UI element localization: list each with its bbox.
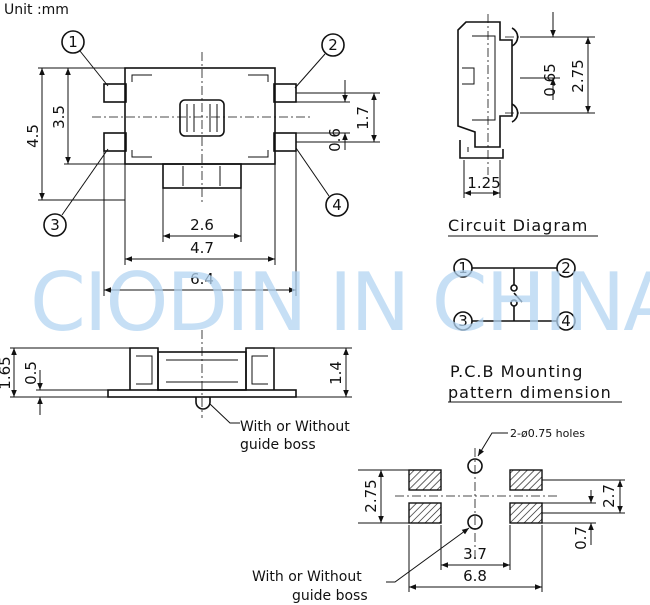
top-view: 4.5 3.5 1.7 0.6 2.6 4.7 6.4 1 2 3 4 [24, 30, 380, 296]
front-view: With or Without guide boss 1.65 0.5 1.4 [0, 330, 352, 453]
circuit-pin-1: 1 [458, 259, 468, 277]
dim-width-overall: 6.4 [190, 270, 214, 288]
top-body [124, 67, 276, 165]
pcb-pad-4 [509, 502, 543, 524]
circuit-diagram: Circuit Diagram 1 2 3 4 [448, 216, 598, 331]
dim-pin-width: 0.6 [326, 128, 344, 152]
pcb-title-1: P.C.B Mounting [450, 362, 583, 381]
dim-front-height-body: 0.5 [22, 361, 40, 385]
dim-pcb-gap: 0.7 [572, 526, 590, 550]
pcb-pad-3 [408, 502, 442, 524]
watermark: CIODIN IN CHINA [30, 256, 650, 349]
top-pin-1 [103, 83, 127, 103]
circuit-title: Circuit Diagram [448, 216, 588, 235]
dim-pin-pitch: 1.7 [354, 106, 372, 130]
top-pin-2 [273, 83, 297, 103]
dim-side-foot-width: 1.25 [467, 174, 500, 192]
dim-pcb-height-left: 2.75 [362, 479, 380, 512]
pcb-guide-boss-note-1: With or Without [252, 569, 362, 585]
front-guide-boss-note-1: With or Without [240, 419, 350, 435]
callout-pin-2 [321, 33, 345, 57]
dim-front-height-total: 1.65 [0, 356, 14, 389]
dim-front-height-right: 1.4 [327, 361, 345, 385]
circuit-pin-4: 4 [561, 312, 571, 330]
callout-pin-1 [61, 30, 85, 54]
svg-text:3: 3 [50, 216, 60, 234]
pcb-holes-note: 2-ø0.75 holes [510, 427, 585, 440]
pcb-pad-1 [408, 469, 442, 491]
svg-text:2: 2 [328, 36, 338, 54]
dim-pcb-width-inner: 3.7 [463, 545, 487, 563]
front-guide-boss-note-2: guide boss [240, 437, 316, 453]
dim-height-overall: 4.5 [24, 124, 42, 148]
front-guide-boss [195, 397, 211, 410]
circuit-pin-3: 3 [458, 312, 468, 330]
dim-width-inner: 2.6 [190, 216, 214, 234]
side-body [457, 21, 513, 148]
circuit-pin-2: 2 [561, 259, 571, 277]
unit-label: Unit :mm [4, 2, 69, 18]
svg-text:1: 1 [68, 33, 78, 51]
pcb-pattern: P.C.B Mounting pattern dimension 2-ø0.75… [252, 362, 625, 604]
dim-height-body: 3.5 [50, 105, 68, 129]
dim-pcb-width-outer: 6.8 [463, 567, 487, 585]
dim-pcb-height-right: 2.7 [600, 484, 618, 508]
top-pin-3 [103, 132, 127, 152]
dim-side-height-overall: 2.75 [569, 59, 587, 92]
top-pin-4 [273, 132, 297, 152]
pcb-pad-2 [509, 469, 543, 491]
dim-side-height-total: 0.65 [541, 63, 559, 96]
callout-pin-3 [43, 213, 67, 237]
dim-width-mid: 4.7 [190, 239, 214, 257]
side-view: 0.65 2.75 1.25 [457, 12, 595, 198]
pcb-title-2: pattern dimension [448, 383, 612, 402]
callout-pin-4 [325, 193, 349, 217]
svg-text:4: 4 [332, 196, 342, 214]
pcb-guide-boss-note-2: guide boss [292, 588, 368, 604]
